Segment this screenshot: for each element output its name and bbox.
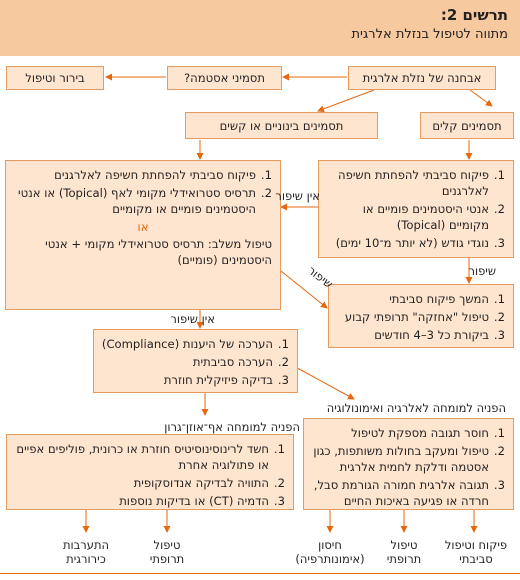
ent-referral-list: חשד לרינוסינוסיטיס חוזרת או כרונית, פולי… (7, 435, 293, 509)
edge-label-no-improvement: אין שיפור (170, 312, 215, 326)
allergy-referral-heading: הפניה למומחה לאלרגיה ואימונולוגיה (326, 401, 506, 415)
list-item: ביקורת כל 3–4 חודשים (374, 327, 505, 343)
list-item: טיפול ומעקב בחולות משותפות, כגון אסטמה ו… (313, 443, 505, 474)
mild-symptoms-box: תסמינים קלים (420, 112, 514, 139)
reassessment-list: הערכה של היענות (Compliance) הערכה סביבת… (94, 330, 297, 388)
ent-referral-box: חשד לרינוסינוסיטיס חוזרת או כרונית, פולי… (6, 434, 294, 510)
reassessment-box: הערכה של היענות (Compliance) הערכה סביבת… (93, 329, 298, 393)
or-label: או (137, 220, 149, 234)
figure-title: תרשים 2: (440, 6, 508, 24)
list-item: טיפול "אחזקה" תרופתי קבוע (344, 309, 505, 325)
arrow-moderate-to-maintenance (280, 270, 328, 309)
edge-label-improvement: שיפור (468, 264, 496, 278)
workup-box: בירור וטיפול (6, 66, 104, 90)
outcome-drug-therapy: טיפול תרופתי (149, 538, 185, 566)
list-item: התוויה לבדיקה אנדוסקופית (133, 475, 285, 491)
list-item: תרסיס סטרואידלי מקומי לאף (Topical) או א… (18, 185, 272, 216)
arrow-diagnosis-to-moderate (317, 89, 375, 113)
moderate-treatment-list: פיקוח סביבתי להפחתת חשיפה לאלרגנים תרסיס… (6, 161, 280, 217)
mild-treatment-box: פיקוח סביבתי להפחתת חשיפה לאלרגנים אנטי … (318, 160, 514, 258)
list-item: חשד לרינוסינוסיטיס חוזרת או כרונית, פולי… (16, 441, 285, 472)
allergy-referral-list: חוסר תגובה מספקת לטיפול טיפול ומעקב בחול… (304, 419, 513, 509)
list-item: פיקוח סביבתי להפחתת חשיפה לאלרגנים (338, 167, 505, 198)
moderate-severe-symptoms-box: תסמינים בינוניים או קשים (185, 112, 378, 139)
diagnosis-box: אבחנה של נזלת אלרגית (348, 66, 496, 90)
list-item: חוסר תגובה מספקת לטיפול (351, 425, 505, 441)
outcome-drug-therapy: טיפול תרופתי (386, 538, 422, 566)
combination-treatment: טיפול משלב: תרסיס סטרואידלי מקומי + אנטי… (45, 237, 272, 267)
outcome-immunotherapy: חיסון (אימונותרפיה) (295, 538, 365, 566)
header-banner: תרשים 2: מתווה לטיפול בנזלת אלרגית (0, 0, 520, 56)
bottom-rule (0, 573, 520, 574)
maintenance-box: המשך פיקוח סביבתי טיפול "אחזקה" תרופתי ק… (328, 284, 514, 348)
list-item: הדמיה (CT) או בדיקות נוספות (119, 493, 285, 509)
list-item: הערכה סביבתית (192, 354, 289, 370)
moderate-treatment-box: פיקוח סביבתי להפחתת חשיפה לאלרגנים תרסיס… (5, 160, 281, 310)
outcome-surgery: התערבות כירורגית (62, 538, 110, 566)
list-item: אנטי היסטמינים פומיים או מקומיים (Topica… (362, 201, 505, 232)
outcome-environmental-control: פיקוח וטיפול סביבתי (444, 538, 508, 566)
arrow-reassessment-to-allergy (289, 363, 355, 400)
ent-referral-heading: הפניה למומחה אף־אוזן־גרון (164, 420, 300, 434)
list-item: בדיקה פיזיקלית חוזרת (163, 372, 289, 388)
list-item: נוגדי גודש (לא יותר מ־10 ימים) (335, 235, 505, 251)
allergy-referral-box: חוסר תגובה מספקת לטיפול טיפול ומעקב בחול… (303, 418, 514, 510)
arrow-diagnosis-to-mild (469, 89, 493, 107)
figure-subtitle: מתווה לטיפול בנזלת אלרגית (351, 27, 508, 42)
list-item: פיקוח סביבתי להפחתת חשיפה לאלרגנים (54, 167, 272, 183)
mild-treatment-list: פיקוח סביבתי להפחתת חשיפה לאלרגנים אנטי … (319, 161, 513, 251)
list-item: תגובה אלרגית חמורה הגורמת סבל, חרדה או פ… (313, 477, 505, 508)
list-item: המשך פיקוח סביבתי (389, 291, 505, 307)
asthma-symptoms-box: תסמיני אסטמה? (167, 66, 282, 90)
maintenance-list: המשך פיקוח סביבתי טיפול "אחזקה" תרופתי ק… (329, 285, 513, 343)
list-item: הערכה של היענות (Compliance) (101, 336, 289, 352)
edge-label-no-improvement: אין שיפור (275, 189, 320, 203)
